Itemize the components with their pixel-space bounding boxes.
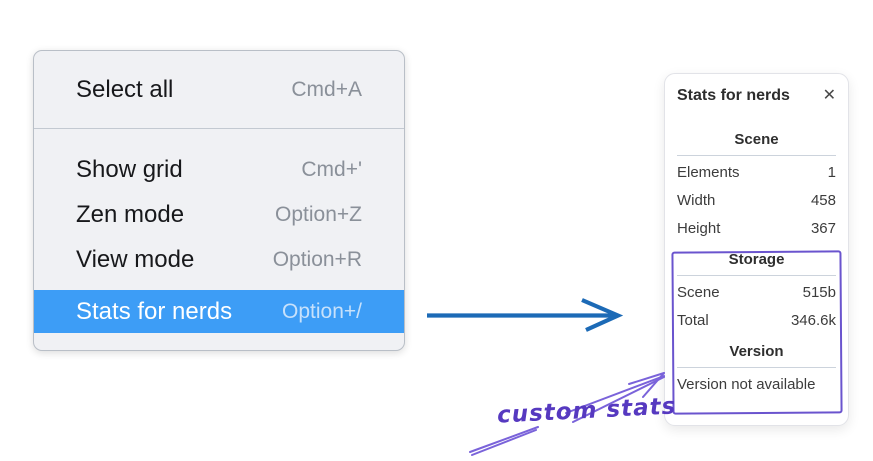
- menu-item-label: View mode: [76, 245, 195, 273]
- stat-row-total-size: Total 346.6k: [677, 306, 836, 334]
- stat-value: 367: [810, 219, 836, 237]
- section-heading: Version: [729, 343, 784, 360]
- stat-value: 515b: [802, 283, 836, 301]
- section-divider: [677, 155, 836, 156]
- menu-item-shortcut: Option+Z: [275, 202, 362, 226]
- stat-value: 458: [810, 191, 836, 209]
- stat-label: Scene: [677, 283, 720, 301]
- stat-row-scene-size: Scene 515b: [677, 278, 836, 306]
- menu-item-shortcut: Cmd+A: [291, 77, 362, 101]
- menu-item-show-grid[interactable]: Show grid Cmd+': [34, 147, 404, 192]
- menu-item-stats-for-nerds[interactable]: Stats for nerds Option+/: [34, 290, 404, 333]
- annotation-arrow-icon: [469, 372, 665, 456]
- stat-label: Height: [677, 219, 721, 237]
- stats-panel-header: Stats for nerds ✕: [677, 86, 836, 106]
- menu-item-shortcut: Option+R: [272, 247, 362, 271]
- menu-divider: [34, 128, 404, 129]
- stat-label: Total: [677, 311, 709, 329]
- stat-value: 346.6k: [790, 311, 836, 329]
- stat-value: 1: [827, 163, 836, 181]
- stat-row-width: Width 458: [677, 186, 836, 214]
- section-heading: Storage: [728, 251, 785, 268]
- version-note: Version not available: [677, 375, 816, 393]
- stats-section-storage: Storage Scene 515b Total 346.6k: [677, 250, 836, 334]
- stat-row-height: Height 367: [677, 214, 836, 242]
- section-heading: Scene: [734, 131, 779, 148]
- menu-item-select-all[interactable]: Select all Cmd+A: [34, 51, 404, 128]
- stat-label: Width: [677, 191, 716, 209]
- menu-item-label: Stats for nerds: [76, 297, 233, 325]
- section-divider: [677, 275, 836, 276]
- stats-section-scene: Scene Elements 1 Width 458 Height 367: [677, 130, 836, 242]
- menu-item-shortcut: Cmd+': [301, 157, 362, 181]
- section-divider: [677, 367, 836, 368]
- stats-section-version: Version Version not available: [677, 342, 836, 398]
- menu-item-view-mode[interactable]: View mode Option+R: [34, 237, 404, 282]
- stat-row-elements: Elements 1: [677, 158, 836, 186]
- context-menu: Select all Cmd+A Show grid Cmd+' Zen mod…: [33, 50, 405, 351]
- menu-item-label: Select all: [76, 75, 174, 103]
- menu-item-shortcut: Option+/: [282, 299, 362, 323]
- close-icon[interactable]: ✕: [822, 87, 836, 104]
- menu-item-label: Zen mode: [76, 200, 185, 228]
- arrow-menu-to-panel-icon: [427, 298, 624, 332]
- menu-item-zen-mode[interactable]: Zen mode Option+Z: [34, 192, 404, 237]
- stats-panel: Stats for nerds ✕ Scene Elements 1 Width…: [664, 73, 849, 426]
- stats-panel-title: Stats for nerds: [677, 87, 790, 104]
- stat-label: Elements: [677, 163, 740, 181]
- menu-item-label: Show grid: [76, 155, 183, 183]
- menu-group: Show grid Cmd+' Zen mode Option+Z View m…: [34, 129, 404, 333]
